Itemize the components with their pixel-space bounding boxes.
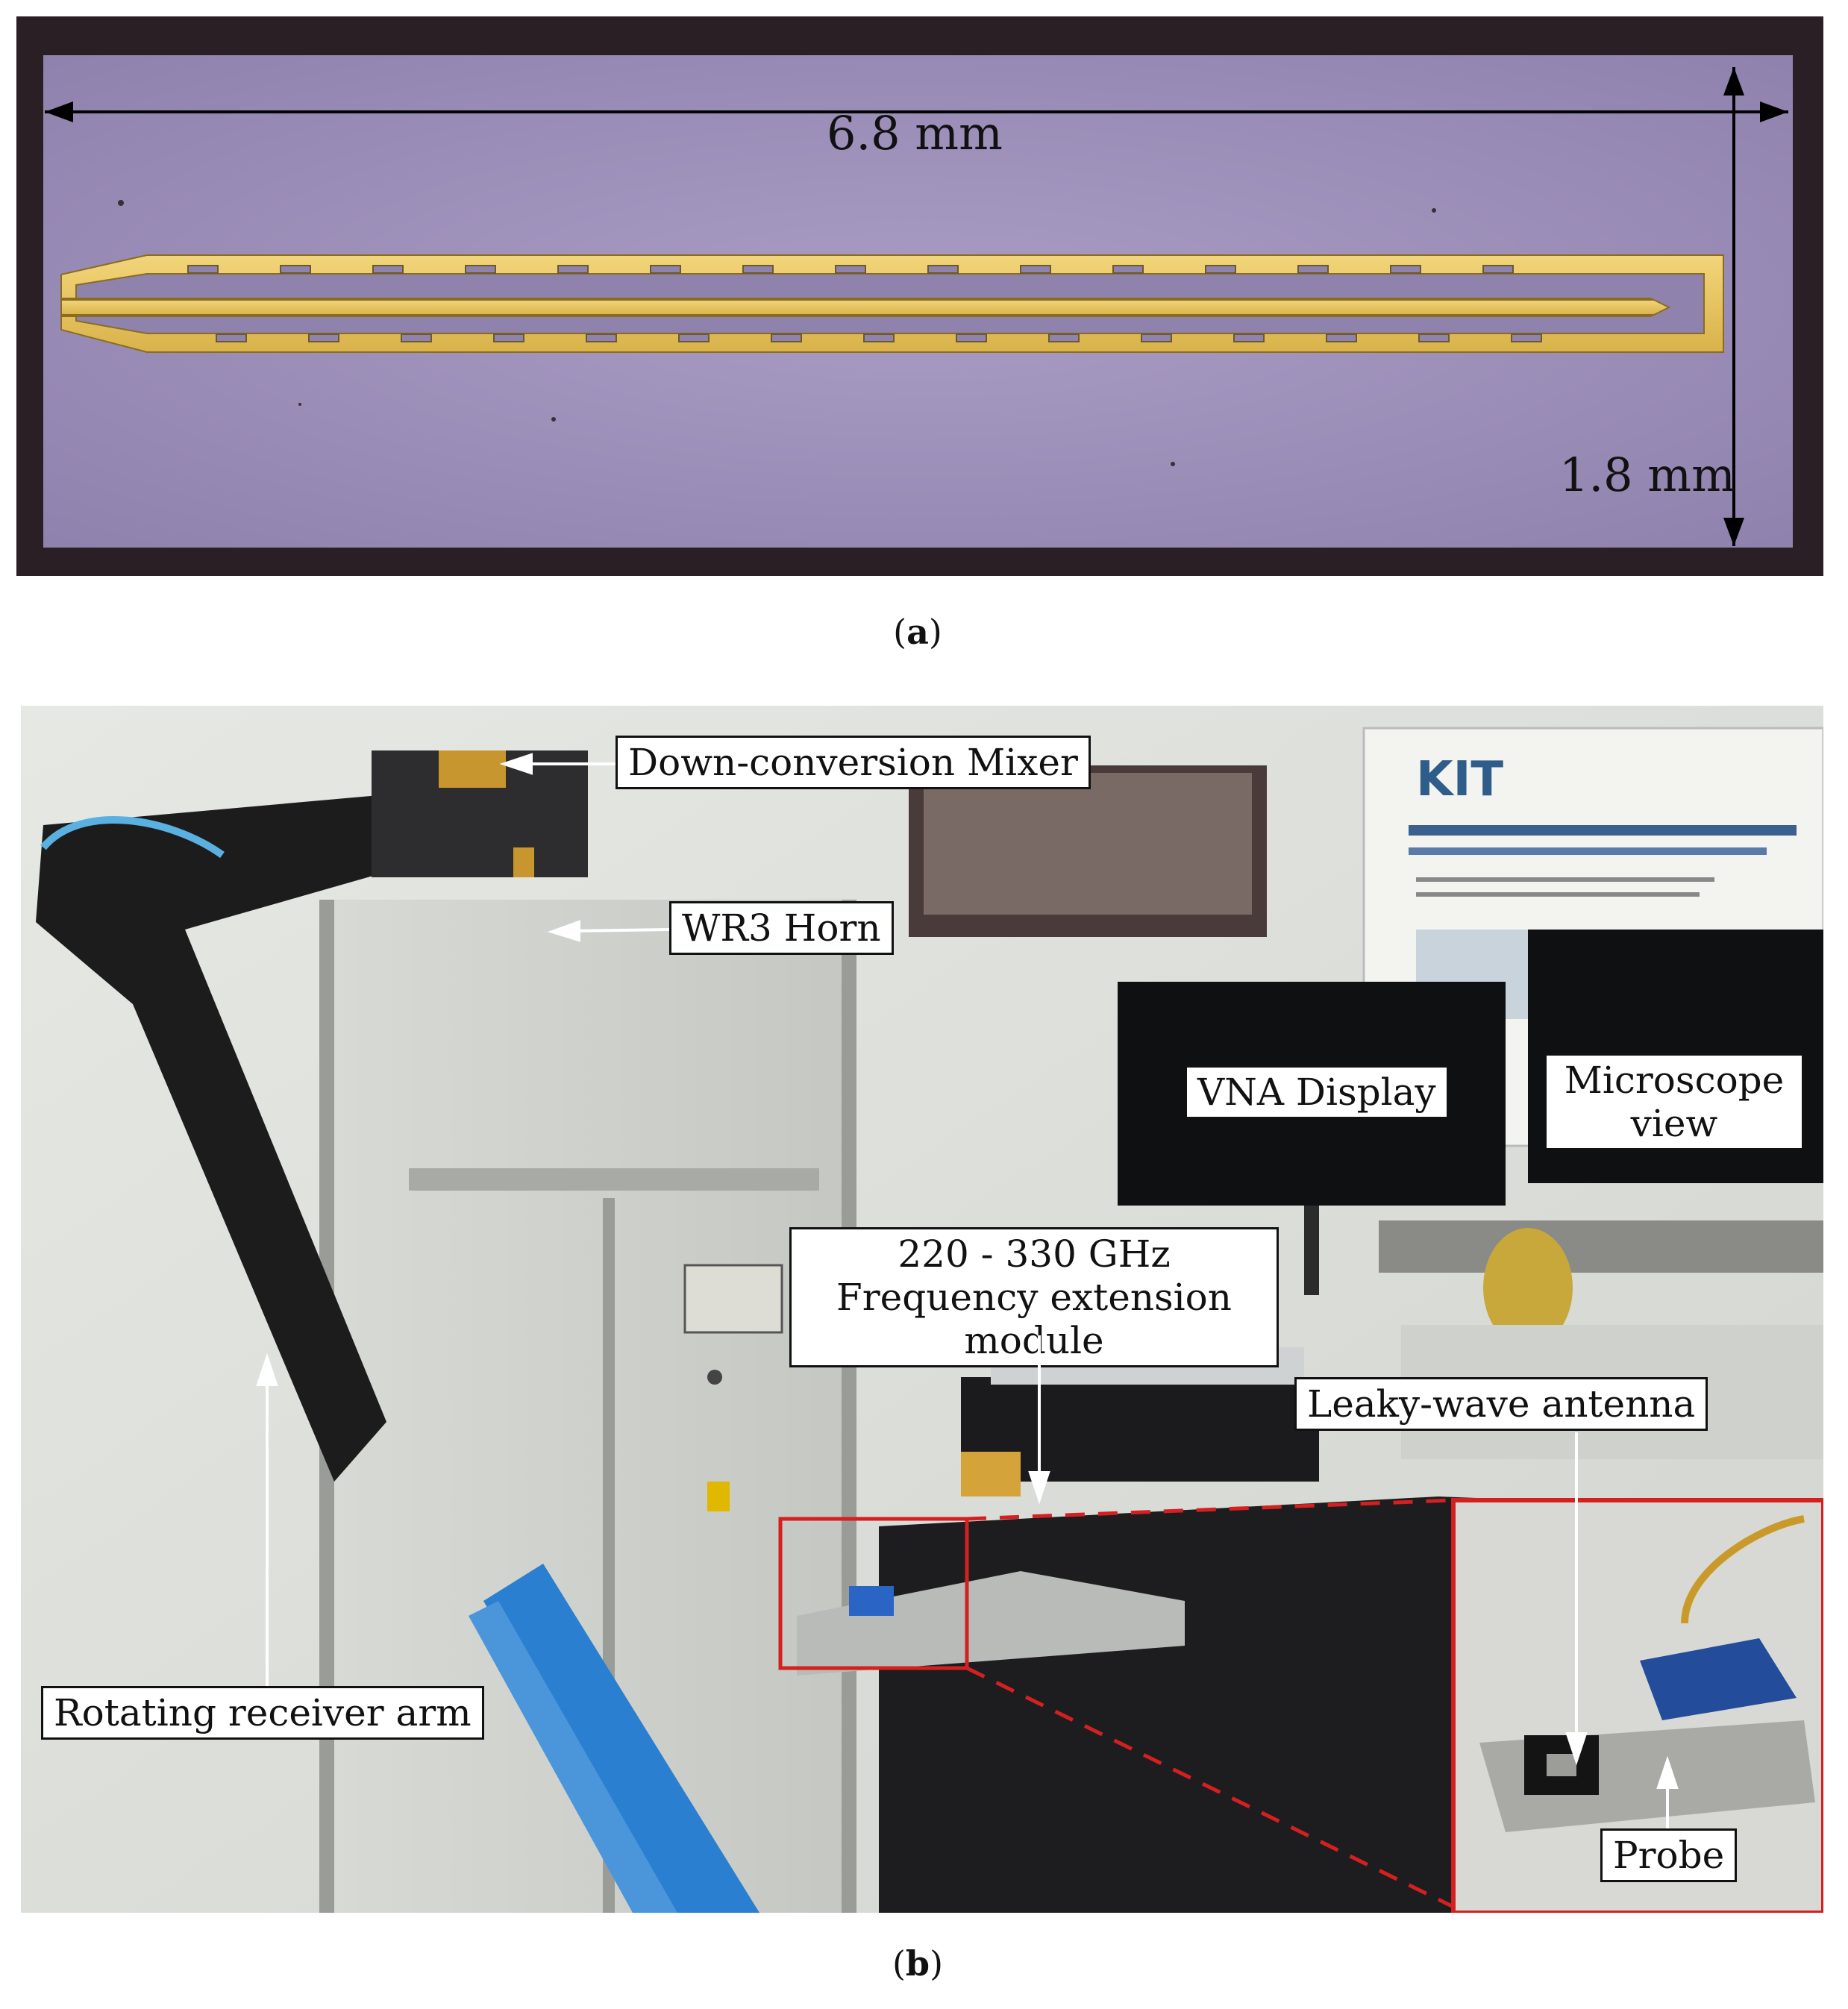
lower-slot xyxy=(1326,333,1357,342)
lower-slot xyxy=(678,333,710,342)
lower-slot xyxy=(1418,333,1450,342)
label-wr3-horn: WR3 Horn xyxy=(669,901,894,955)
lower-slot xyxy=(216,333,247,342)
receiver-arm-foam xyxy=(36,795,394,1482)
upper-slot xyxy=(1482,265,1514,274)
caption-a: (a) xyxy=(893,612,942,652)
height-label: 1.8 mm xyxy=(1559,448,1735,502)
label-probe: Probe xyxy=(1600,1828,1738,1882)
lower-slot xyxy=(1233,333,1265,342)
lower-slot xyxy=(586,333,617,342)
upper-slot xyxy=(742,265,774,274)
lower-slot xyxy=(1141,333,1172,342)
probe-inset xyxy=(1451,1498,1823,1913)
detail-box-small xyxy=(778,1517,969,1670)
absorber-block xyxy=(483,1564,759,1913)
upper-slot xyxy=(1112,265,1144,274)
width-label: 6.8 mm xyxy=(827,106,1003,160)
upper-slot xyxy=(557,265,589,274)
upper-slot xyxy=(927,265,959,274)
lower-slot xyxy=(956,333,987,342)
lower-slot xyxy=(1511,333,1542,342)
upper-slot xyxy=(650,265,681,274)
panel-a-micrograph xyxy=(16,16,1823,576)
lower-slot xyxy=(771,333,802,342)
kit-logo: KIT xyxy=(1416,752,1503,807)
upper-slot xyxy=(1205,265,1236,274)
upper-slot xyxy=(465,265,496,274)
label-vna-display: VNA Display xyxy=(1185,1065,1449,1119)
label-down-conversion-mixer: Down-conversion Mixer xyxy=(616,736,1091,789)
label-frequency-extension-module: 220 - 330 GHz Frequency extension module xyxy=(789,1227,1279,1367)
upper-slot xyxy=(835,265,866,274)
upper-slot xyxy=(280,265,311,274)
upper-slot xyxy=(1390,265,1421,274)
label-microscope-view: Microscope view xyxy=(1544,1053,1804,1150)
chip-micrograph xyxy=(16,16,1823,576)
upper-slot xyxy=(1297,265,1329,274)
upper-slot xyxy=(372,265,404,274)
lower-slot xyxy=(863,333,895,342)
lower-slot xyxy=(1048,333,1080,342)
label-rotating-receiver-arm: Rotating receiver arm xyxy=(41,1686,484,1740)
label-leaky-wave-antenna: Leaky-wave antenna xyxy=(1294,1377,1708,1431)
caption-b: (b) xyxy=(892,1943,944,1984)
lower-slot xyxy=(493,333,524,342)
upper-slot xyxy=(1020,265,1051,274)
lower-slot xyxy=(401,333,432,342)
upper-slot xyxy=(187,265,219,274)
lower-slot xyxy=(308,333,339,342)
